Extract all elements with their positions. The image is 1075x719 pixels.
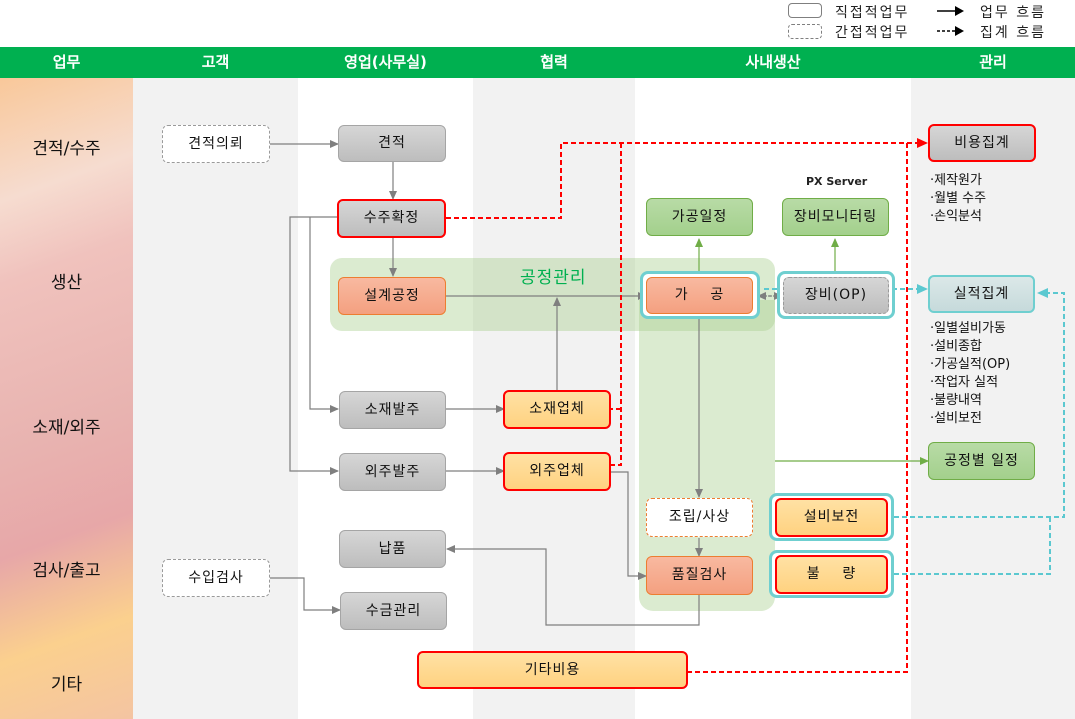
row-label-material-outsource: 소재/외주 [32, 418, 101, 438]
node-assembly[interactable]: 조립/사상 [646, 498, 753, 537]
performance-summary-item: ·가공실적(OP) [930, 357, 1011, 372]
cost-summary-item: ·제작원가 [930, 173, 982, 188]
node-process-schedule-by[interactable]: 공정별 일정 [928, 442, 1035, 480]
node-design-process[interactable]: 설계공정 [338, 277, 446, 315]
header-production: 사내생산 [745, 53, 801, 71]
header-partner: 협력 [540, 53, 568, 71]
header-management: 관리 [979, 53, 1007, 71]
swimlane-header: 업무 고객 영업(사무실) 협력 사내생산 관리 [0, 47, 1075, 78]
node-other-cost[interactable]: 기타비용 [417, 651, 688, 689]
node-process-schedule[interactable]: 가공일정 [646, 198, 753, 236]
cost-summary-list: ·제작원가 ·월별 수주 ·손익분석 [930, 172, 986, 226]
node-equipment-monitoring[interactable]: 장비모니터링 [782, 198, 889, 236]
node-estimate[interactable]: 견적 [338, 125, 446, 162]
lane-management [911, 78, 1075, 719]
node-equipment-maintenance[interactable]: 설비보전 [775, 498, 888, 537]
performance-summary-item: ·설비종합 [930, 339, 982, 354]
node-defect[interactable]: 불 량 [775, 555, 888, 594]
node-outsource-order[interactable]: 외주발주 [339, 453, 446, 491]
row-label-estimate-order: 견적/수주 [32, 139, 101, 159]
legend-direct-label: 직접적업무 [835, 5, 910, 21]
legend-indirect-swatch [788, 24, 822, 39]
cost-summary-item: ·월별 수주 [930, 191, 987, 206]
node-material-order[interactable]: 소재발주 [339, 391, 446, 429]
row-label-other: 기타 [50, 675, 83, 695]
performance-summary-item: ·일별설비가동 [930, 321, 1006, 336]
node-performance-summary[interactable]: 실적집계 [928, 275, 1035, 313]
node-equipment-op[interactable]: 장비(OP) [783, 277, 889, 314]
lane-customer [133, 78, 298, 719]
node-delivery[interactable]: 납품 [339, 530, 446, 568]
node-collection[interactable]: 수금관리 [340, 592, 447, 630]
legend-arrows [937, 6, 964, 36]
node-outsource-vendor[interactable]: 외주업체 [503, 452, 611, 491]
node-machining[interactable]: 가 공 [646, 277, 753, 314]
lane-work [0, 78, 133, 719]
performance-summary-item: ·작업자 실적 [930, 375, 999, 390]
node-material-vendor[interactable]: 소재업체 [503, 390, 611, 429]
node-quality-inspection[interactable]: 품질검사 [646, 556, 753, 595]
row-label-production: 생산 [50, 273, 83, 293]
legend-direct-swatch [788, 3, 822, 18]
legend-summary-flow-label: 집계 흐름 [980, 25, 1046, 41]
node-estimate-request[interactable]: 견적의뢰 [162, 125, 270, 163]
lane-production [635, 78, 911, 719]
process-management-label: 공정관리 [520, 268, 587, 288]
header-customer: 고객 [201, 53, 230, 71]
node-incoming-inspection[interactable]: 수입검사 [162, 559, 270, 597]
node-order-confirm[interactable]: 수주확정 [337, 199, 446, 238]
cost-summary-item: ·손익분석 [930, 209, 982, 224]
performance-summary-item: ·불량내역 [930, 393, 982, 408]
header-work: 업무 [52, 53, 81, 71]
row-label-inspection-shipping: 검사/출고 [32, 561, 101, 581]
performance-summary-item: ·설비보전 [930, 411, 982, 426]
px-server-label: PX Server [806, 175, 868, 188]
legend-indirect-label: 간접적업무 [835, 25, 910, 41]
legend-work-flow-label: 업무 흐름 [980, 5, 1046, 21]
node-cost-summary[interactable]: 비용집계 [928, 124, 1036, 162]
header-sales: 영업(사무실) [344, 53, 427, 71]
performance-summary-list: ·일별설비가동 ·설비종합 ·가공실적(OP) ·작업자 실적 ·불량내역 ·설… [930, 320, 1010, 428]
